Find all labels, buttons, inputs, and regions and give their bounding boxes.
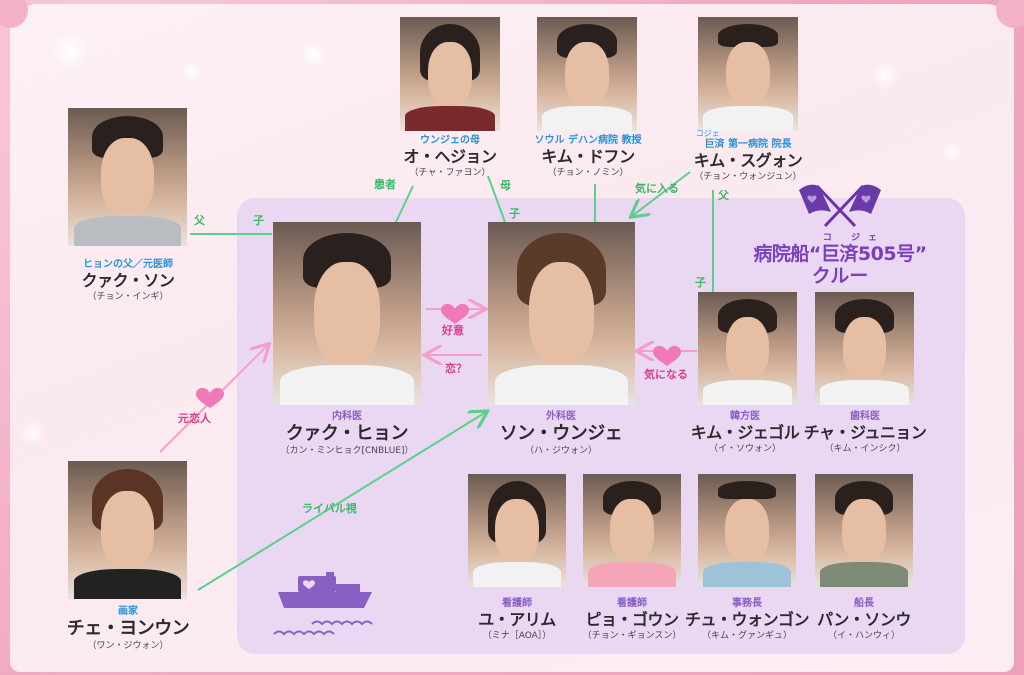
character-name: クァク・ヒョン [285, 423, 409, 444]
character-kim-dohun: ソウル デハン病院 教授 キム・ドフン （チョン・ノミン） [535, 134, 642, 179]
actor-name: （チョン・ギョンスン） [582, 631, 682, 641]
sparkle [50, 30, 90, 70]
relation-label-curious: 気になる [644, 368, 688, 381]
photo-chu-wongong [698, 474, 796, 587]
photo-choi-yeonun [68, 461, 187, 599]
actor-name: （ミナ［AOA］） [482, 631, 552, 641]
photo-kwak-son [68, 108, 187, 246]
photo-oh-hyejong [400, 17, 500, 131]
actor-name: （キム・インシク） [824, 444, 906, 454]
character-song-eunjae: 外科医 ソン・ウンジェ （ハ・ジウォン） [500, 410, 623, 457]
character-name: チェ・ヨンウン [66, 618, 190, 639]
photo-song-eunjae [488, 222, 635, 405]
sparkle [870, 60, 900, 90]
actor-name: （チョン・インギ） [87, 292, 169, 302]
actor-name: （ワン・ジウォン） [87, 641, 169, 651]
character-role: 画家 [118, 606, 138, 617]
actor-name: （チョン・ノミン） [547, 168, 629, 178]
crew-group-title: コ ジェ 病院船“巨済505号” クルー [740, 233, 940, 288]
sparkle [940, 140, 964, 164]
sparkle [300, 40, 328, 68]
character-role: 船長 [854, 598, 874, 609]
character-role: ヒョンの父／元医師 [83, 259, 173, 270]
relation-label-ex-lover: 元恋人 [178, 412, 211, 425]
character-name: ピョ・ゴウン [585, 610, 679, 629]
relation-label-child: 子 [253, 214, 264, 227]
relation-label-likes: 気に入る [635, 182, 679, 195]
photo-kim-sugwon [698, 17, 798, 131]
character-cha-junyoung: 歯科医 チャ・ジュニョン （キム・インシク） [804, 410, 927, 455]
character-oh-hyejong: ウンジェの母 オ・ヘジョン （チャ・ファヨン） [403, 134, 497, 179]
character-kwak-hyun: 内科医 クァク・ヒョン （カン・ミンヒョク[CNBLUE]） [280, 410, 413, 457]
crew-title-ruby: コ ジェ [822, 233, 886, 243]
character-role: 韓方医 [729, 411, 760, 422]
photo-pyo-gowoon [583, 474, 681, 587]
character-role: 事務長 [731, 598, 762, 609]
relation-label-love-question: 恋？ [445, 362, 467, 375]
photo-yu-arim [468, 474, 566, 587]
character-role: ソウル デハン病院 教授 [534, 135, 642, 146]
photo-cha-junyoung [815, 292, 914, 405]
photo-kim-jaegeol [698, 292, 797, 405]
character-role: 巨済 第一病院 院長 [704, 139, 792, 150]
character-role-ruby: コジェ [695, 129, 720, 138]
relation-label-child: 子 [509, 207, 520, 220]
photo-kwak-hyun [273, 222, 421, 405]
relation-label-child: 子 [695, 276, 706, 289]
crew-title-line2: クルー [811, 265, 869, 287]
actor-name: （イ・ソウォン） [708, 444, 782, 454]
actor-name: （カン・ミンヒョク[CNBLUE]） [280, 446, 414, 456]
character-yu-arim: 看護師 ユ・アリム （ミナ［AOA］） [478, 597, 556, 642]
actor-name: （ハ・ジウォン） [524, 446, 597, 456]
crossed-flags-heart-icon [799, 184, 881, 228]
actor-name: （チョン・ウォンジュン） [694, 172, 802, 182]
crew-title-line1: 病院船“巨済505号” [753, 243, 927, 265]
character-role: 外科医 [546, 411, 576, 422]
character-name: パン・ソンウ [817, 610, 911, 629]
character-kim-jaegeol: 韓方医 キム・ジェゴル （イ・ソウォン） [691, 410, 800, 455]
ship-icon [273, 572, 373, 636]
relation-label-father: 父 [718, 189, 729, 202]
relation-label-mother: 母 [500, 179, 511, 192]
character-role: 内科医 [332, 411, 362, 422]
character-name: クァク・ソン [81, 271, 175, 290]
photo-kim-dohun [537, 17, 637, 131]
character-role: 歯科医 [849, 411, 880, 422]
character-name: キム・スグォン [693, 151, 803, 170]
relation-label-affection: 好意 [442, 324, 464, 337]
relation-label-rival: ライバル視 [302, 502, 357, 515]
actor-name: （キム・グァンギュ） [701, 631, 793, 641]
actor-name: （チャ・ファヨン） [409, 168, 491, 178]
character-role: ウンジェの母 [419, 135, 480, 146]
character-name: キム・ジェゴル [690, 423, 800, 442]
character-kim-sugwon: コジェ 巨済 第一病院 院長 キム・スグォン （チョン・ウォンジュン） [694, 130, 803, 183]
character-kwak-son: ヒョンの父／元医師 クァク・ソン （チョン・インギ） [82, 258, 175, 303]
character-role: 看護師 [616, 598, 647, 609]
sparkle [20, 420, 46, 446]
character-choi-yeonun: 画家 チェ・ヨンウン （ワン・ジウォン） [67, 605, 190, 652]
character-name: チュ・ウォンゴン [684, 610, 810, 629]
actor-name: （イ・ハンウィ） [827, 631, 900, 641]
character-name: ソン・ウンジェ [499, 423, 623, 444]
relation-label-patient: 患者 [374, 178, 396, 191]
character-pyo-gowoon: 看護師 ピョ・ゴウン （チョン・ギョンスン） [583, 597, 682, 642]
character-ban-sonwoo: 船長 パン・ソンウ （イ・ハンウィ） [817, 597, 911, 642]
relation-label-father: 父 [194, 214, 205, 227]
photo-ban-sonwoo [815, 474, 913, 587]
character-name: ユ・アリム [478, 610, 556, 629]
sparkle [180, 60, 202, 82]
character-name: キム・ドフン [541, 147, 635, 166]
character-name: チャ・ジュニョン [803, 423, 927, 442]
character-name: オ・ヘジョン [403, 147, 497, 166]
character-role: 看護師 [501, 598, 532, 609]
character-chu-wongong: 事務長 チュ・ウォンゴン （キム・グァンギュ） [684, 597, 810, 642]
